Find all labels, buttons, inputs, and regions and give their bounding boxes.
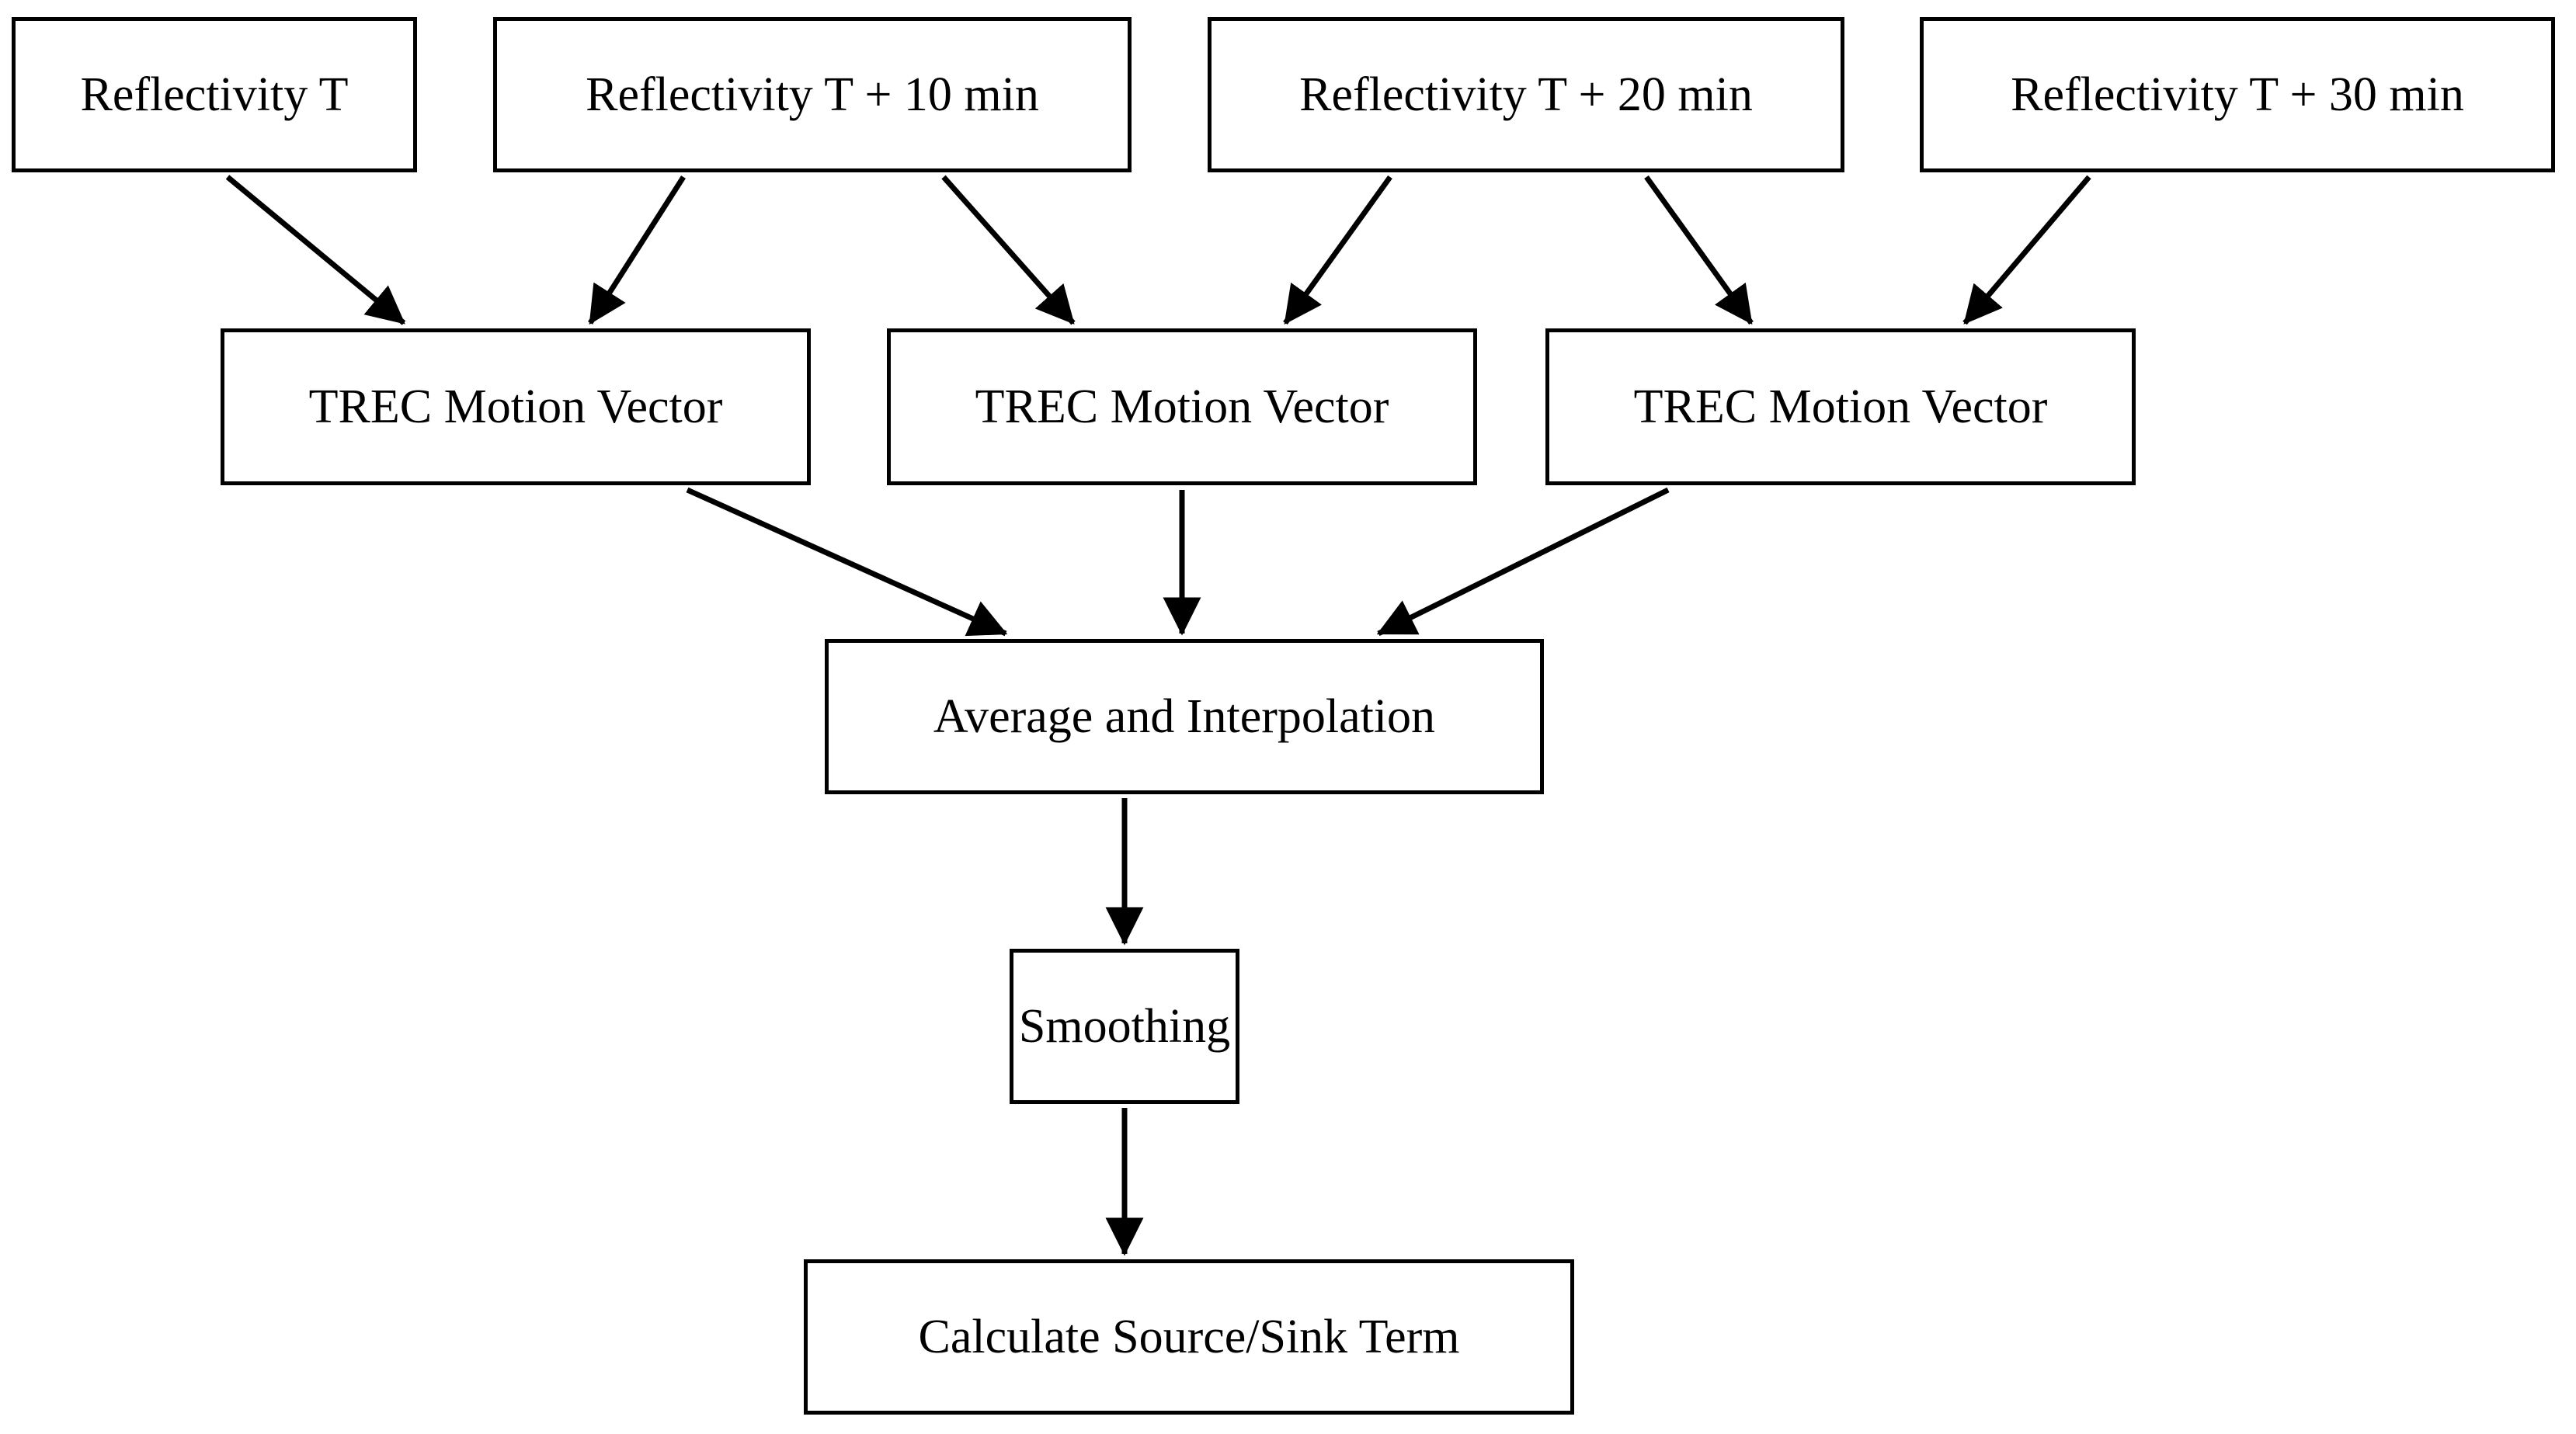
node-label-reflectivity-t: Reflectivity T xyxy=(80,68,349,121)
node-reflectivity-t-plus-30-min[interactable]: Reflectivity T + 30 min xyxy=(1920,17,2555,172)
node-trec-motion-vector-1[interactable]: TREC Motion Vector xyxy=(221,328,811,485)
edge-trec-1-to-average xyxy=(686,487,1008,637)
edge-reflectivity-t20-to-trec-2 xyxy=(1283,175,1392,325)
node-smoothing[interactable]: Smoothing xyxy=(1010,949,1239,1104)
node-calculate-source-sink-term[interactable]: Calculate Source/Sink Term xyxy=(804,1259,1574,1415)
node-label-reflectivity-t-plus-30-min: Reflectivity T + 30 min xyxy=(2011,68,2464,121)
node-label-trec-motion-vector-3: TREC Motion Vector xyxy=(1633,380,2048,433)
node-label-reflectivity-t-plus-20-min: Reflectivity T + 20 min xyxy=(1299,68,1753,121)
edge-reflectivity-t10-to-trec-2 xyxy=(941,175,1076,325)
node-label-trec-motion-vector-1: TREC Motion Vector xyxy=(308,380,723,433)
node-average-and-interpolation[interactable]: Average and Interpolation xyxy=(825,639,1544,794)
edge-reflectivity-t30-to-trec-3 xyxy=(1962,175,2091,325)
node-trec-motion-vector-2[interactable]: TREC Motion Vector xyxy=(887,328,1477,485)
edge-reflectivity-t-to-trec-1 xyxy=(225,175,406,325)
node-label-calculate-source-sink-term: Calculate Source/Sink Term xyxy=(918,1311,1460,1363)
node-label-reflectivity-t-plus-10-min: Reflectivity T + 10 min xyxy=(586,68,1039,121)
node-reflectivity-t-plus-20-min[interactable]: Reflectivity T + 20 min xyxy=(1208,17,1844,172)
node-reflectivity-t-plus-10-min[interactable]: Reflectivity T + 10 min xyxy=(493,17,1132,172)
node-label-smoothing: Smoothing xyxy=(1018,1000,1231,1053)
edge-reflectivity-t20-to-trec-3 xyxy=(1644,175,1754,325)
node-reflectivity-t[interactable]: Reflectivity T xyxy=(12,17,417,172)
node-label-trec-motion-vector-2: TREC Motion Vector xyxy=(975,380,1389,433)
edge-reflectivity-t10-to-trec-1 xyxy=(588,175,686,325)
node-label-average-and-interpolation: Average and Interpolation xyxy=(933,690,1436,743)
edge-trec-3-to-average xyxy=(1376,487,1670,637)
node-trec-motion-vector-3[interactable]: TREC Motion Vector xyxy=(1545,328,2136,485)
